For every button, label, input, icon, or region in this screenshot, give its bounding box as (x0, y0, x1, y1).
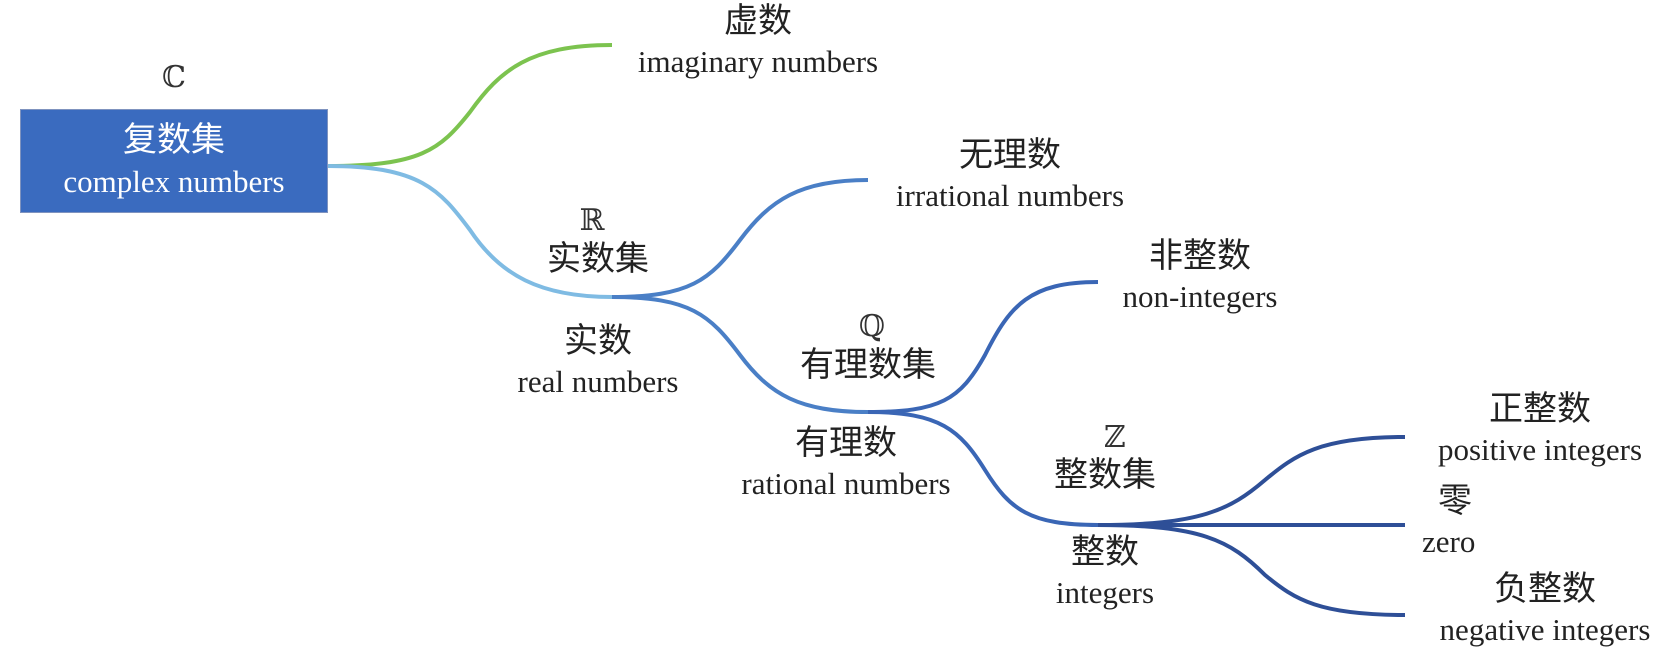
non-integers-label-en: non-integers (1122, 278, 1278, 314)
connector-positive-integers (1097, 435, 1406, 527)
node-non-integers: 非整数 non-integers (1123, 237, 1278, 315)
node-positive-integers: 正整数 positive integers (1438, 390, 1642, 468)
negative-label-zh: 负整数 (1493, 571, 1596, 608)
real-label-zh: 实数 (564, 323, 632, 360)
complex-symbol: ℂ (162, 60, 186, 95)
connector-imaginary (327, 43, 613, 168)
connector-irrational (611, 178, 869, 299)
node-negative-integers: 负整数 negative integers (1440, 570, 1651, 648)
integers-symbol: ℤ (1104, 420, 1126, 455)
rational-symbol: ℚ (858, 309, 886, 344)
zero-label-en: zero (1422, 523, 1476, 559)
node-zero: 零 zero (1422, 482, 1475, 560)
integers-label-en: integers (1055, 574, 1155, 610)
negative-label-en: negative integers (1439, 611, 1651, 647)
rational-label-en: rational numbers (741, 465, 951, 501)
node-rational-numbers: 有理数 rational numbers (741, 424, 950, 502)
node-imaginary-numbers: 虚数 imaginary numbers (638, 2, 878, 80)
zero-label-zh: 零 (1438, 483, 1472, 520)
integers-set-label: 整数集 (1054, 457, 1156, 494)
positive-label-zh: 正整数 (1488, 391, 1591, 428)
rational-set-label: 有理数集 (800, 347, 936, 384)
non-integers-label-zh: 非整数 (1149, 238, 1251, 275)
connector-negative-integers (1097, 523, 1406, 617)
connector-non-integers (867, 280, 1099, 414)
rational-label-zh: 有理数 (794, 425, 897, 462)
connector-rational (611, 295, 869, 414)
imaginary-label-zh: 虚数 (723, 3, 792, 40)
positive-label-en: positive integers (1437, 431, 1643, 467)
imaginary-label-en: imaginary numbers (637, 43, 879, 79)
root-label-zh: 复数集 (123, 122, 225, 160)
connector-integers (867, 410, 1099, 527)
root-label-en: complex numbers (63, 163, 285, 199)
real-symbol: ℝ (579, 203, 605, 238)
irrational-label-en: irrational numbers (895, 177, 1125, 213)
node-irrational-numbers: 无理数 irrational numbers (896, 136, 1124, 214)
real-set-label: 实数集 (547, 241, 649, 278)
root-node-complex-numbers: 复数集 complex numbers (20, 109, 328, 213)
integers-label-zh: 整数 (1070, 534, 1139, 571)
irrational-label-zh: 无理数 (958, 137, 1061, 174)
node-integers: 整数 integers (1056, 533, 1154, 611)
connector-real (327, 164, 613, 299)
node-real-numbers: 实数 real numbers (518, 322, 679, 400)
real-label-en: real numbers (517, 363, 679, 399)
